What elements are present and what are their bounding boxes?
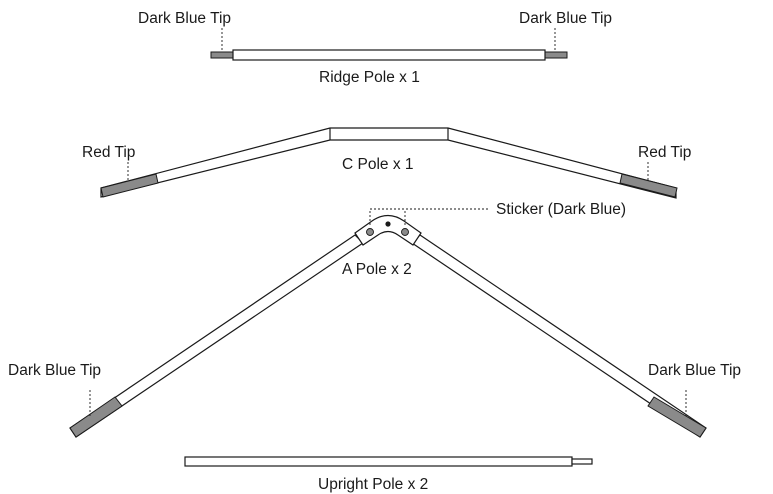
ridge-right-tip-label: Dark Blue Tip	[519, 10, 612, 27]
upright-pole	[184, 456, 593, 467]
a-pole-label: A Pole x 2	[342, 261, 412, 278]
sticker-label: Sticker (Dark Blue)	[496, 201, 626, 218]
ridge-pole	[210, 28, 568, 61]
upright-pole-label: Upright Pole x 2	[318, 476, 428, 493]
a-pole	[69, 208, 707, 438]
c-left-tip-label: Red Tip	[82, 144, 135, 161]
hub-rivet-right	[401, 228, 409, 236]
c-pole-label: C Pole x 1	[342, 156, 414, 173]
c-right-tip	[619, 173, 678, 198]
ridge-left-tip	[210, 51, 234, 59]
a-right-tip-label: Dark Blue Tip	[648, 362, 741, 379]
c-pole	[100, 127, 678, 199]
c-left-tip	[100, 173, 159, 198]
c-pole-body	[100, 127, 677, 199]
a-left-tip	[69, 396, 123, 438]
upright-pole-end	[571, 458, 593, 465]
c-right-tip-label: Red Tip	[638, 144, 691, 161]
ridge-right-tip	[544, 51, 568, 59]
upright-pole-body	[184, 456, 573, 467]
a-left-tip-label: Dark Blue Tip	[8, 362, 101, 379]
ridge-pole-body	[232, 49, 546, 61]
ridge-pole-label: Ridge Pole x 1	[319, 69, 420, 86]
hub-sticker-dot	[385, 221, 391, 227]
a-right-tip	[647, 396, 707, 438]
sticker-leader-left	[369, 208, 490, 225]
ridge-left-tip-label: Dark Blue Tip	[138, 10, 231, 27]
a-pole-hub	[354, 214, 422, 246]
hub-rivet-left	[366, 228, 374, 236]
